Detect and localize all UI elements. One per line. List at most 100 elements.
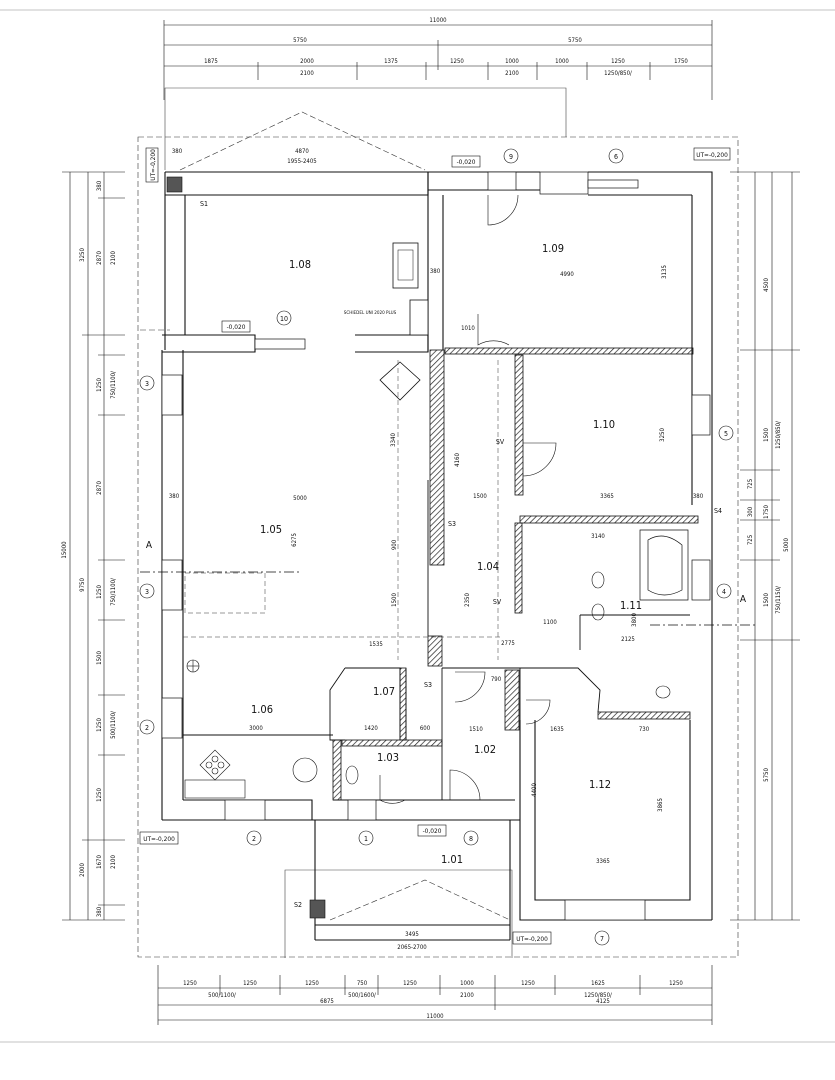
- bottom-dim-sub: 500/1600/: [348, 992, 376, 999]
- top-dim-sub: 1250/850/: [604, 70, 632, 77]
- bottom-dim-seg: 1250: [521, 980, 535, 987]
- bottom-dim-seg: 1250: [669, 980, 683, 987]
- lintel-label: S3: [424, 681, 432, 689]
- right-dimension-chains: [730, 171, 800, 921]
- left-dim: 2870: [96, 251, 103, 265]
- window-tag: 5: [724, 430, 728, 438]
- room-label: 1.11: [620, 599, 642, 612]
- fireplace: [409, 299, 429, 336]
- right-dim: 750/1150/: [775, 586, 782, 614]
- room-label: 1.05: [260, 523, 282, 536]
- inner-dim: 2775: [501, 640, 515, 647]
- bottom-dim-sub: 1250/850/: [584, 992, 612, 999]
- inner-dim: 790: [491, 676, 502, 683]
- bottom-dim-seg: 1000: [460, 980, 474, 987]
- room-label: 1.07: [373, 685, 395, 698]
- level-tag: UT=-0,200: [149, 149, 157, 181]
- inner-dim: 4870: [295, 148, 309, 155]
- right-dim: 5750: [763, 768, 770, 782]
- inner-dim: 1420: [364, 725, 378, 732]
- top-dimension-chains: [163, 20, 713, 100]
- section-marker: A: [740, 594, 747, 605]
- left-dim: 2100: [110, 251, 117, 265]
- section-marker: A: [146, 540, 153, 551]
- top-dim-seg: 1250: [611, 58, 625, 65]
- room-label: 1.06: [251, 703, 273, 716]
- ventilation-symbol: [186, 659, 200, 673]
- left-dim: 1250: [96, 718, 103, 732]
- inner-dim: 1100: [543, 619, 557, 626]
- right-dim: 725: [747, 535, 754, 545]
- bathtub: [639, 529, 689, 601]
- right-dim: 5000: [783, 538, 790, 552]
- room-label: 1.09: [542, 242, 564, 255]
- bottom-dim-total: 11000: [426, 1013, 444, 1020]
- room-label: 1.08: [289, 258, 311, 271]
- inner-dim: 4160: [454, 453, 461, 467]
- sink-icon: [591, 603, 605, 621]
- window-tag: 1: [364, 835, 368, 843]
- right-dim: 1750: [763, 505, 770, 519]
- bottom-dim-seg: 1250: [403, 980, 417, 987]
- interior-lines: [183, 480, 690, 800]
- section-cut-lines: [140, 571, 755, 626]
- toilet-icon: [655, 685, 671, 699]
- dashed-guides: [183, 360, 500, 660]
- room-label: 1.02: [474, 743, 496, 756]
- inner-dim: 3340: [390, 433, 397, 447]
- window-tag: 2: [145, 724, 149, 732]
- window-tag: 4: [722, 588, 726, 596]
- top-dim-sub: 2100: [300, 70, 314, 77]
- left-dim: 380: [96, 180, 103, 191]
- level-tag-frames: [139, 147, 731, 945]
- column-s2: [309, 899, 326, 919]
- inner-dim: 1510: [469, 726, 483, 733]
- roof-overhang-lines: [164, 87, 567, 958]
- inner-dim: 1500: [391, 593, 398, 607]
- column-s1: [166, 176, 183, 193]
- bottom-dim-sub: 500/1100/: [208, 992, 236, 999]
- window-tag: 2: [252, 835, 256, 843]
- windows: [161, 171, 711, 921]
- ventilation-label: SV: [493, 598, 502, 606]
- level-tag: -0,020: [423, 827, 442, 835]
- toilet-icon: [345, 765, 359, 785]
- chimney-label: SCHIEDEL UNI 2020 PLUS: [344, 310, 397, 316]
- inner-dim: 4990: [560, 271, 574, 278]
- inner-dim: 3365: [596, 858, 610, 865]
- lintel-label: S3: [448, 520, 456, 528]
- right-dim: 300: [747, 506, 754, 517]
- right-dim: 1500: [763, 593, 770, 607]
- top-dim-seg: 1000: [505, 58, 519, 65]
- level-tag: -0,020: [227, 323, 246, 331]
- inner-dim: 3865: [657, 798, 664, 812]
- inner-dim: 3800: [631, 613, 638, 627]
- column-label: S1: [200, 200, 208, 208]
- left-dim: 15000: [61, 541, 68, 559]
- top-dim-left-half: 5750: [293, 37, 307, 44]
- inner-dim: 380: [693, 493, 704, 500]
- room-label: 1.10: [593, 418, 615, 431]
- inner-dim: 1955-2405: [287, 158, 316, 165]
- left-dim: 1670: [96, 855, 103, 869]
- bottom-dim-group: 4125: [596, 998, 610, 1005]
- bottom-dim-seg: 1250: [305, 980, 319, 987]
- window-tag: 3: [145, 588, 149, 596]
- inner-dim: 1010: [461, 325, 475, 332]
- window-tag: 9: [509, 153, 513, 161]
- inner-dim: 3135: [661, 265, 668, 279]
- chimney: [392, 242, 419, 289]
- bottom-dim-seg: 1250: [243, 980, 257, 987]
- top-dim-seg: 1750: [674, 58, 688, 65]
- right-dim: 725: [747, 479, 754, 489]
- top-dim-seg: 1875: [204, 58, 218, 65]
- top-dim-total: 11000: [429, 17, 447, 24]
- inner-dim: 2350: [464, 593, 471, 607]
- inner-dim: 1535: [369, 641, 383, 648]
- roof-outline: [137, 111, 739, 958]
- bottom-dim-seg: 1250: [183, 980, 197, 987]
- kitchen-hob: [184, 749, 318, 799]
- window-tag: 10: [280, 315, 288, 323]
- inner-dim: 3365: [600, 493, 614, 500]
